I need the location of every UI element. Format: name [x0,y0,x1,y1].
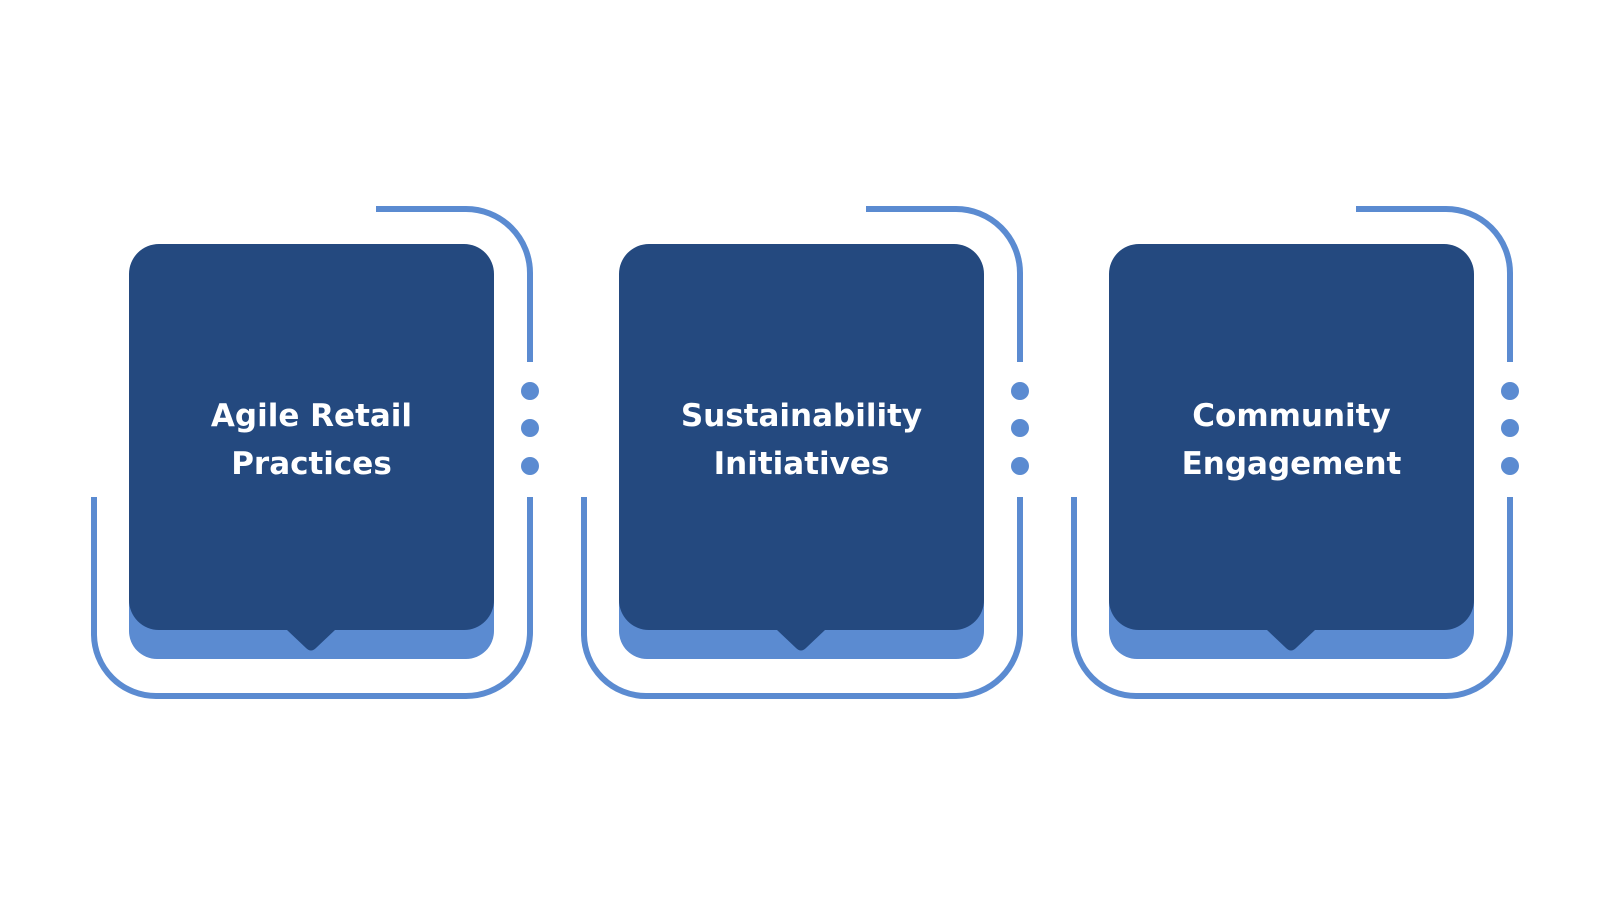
outline-top-right-arc [1356,206,1513,362]
dot-1 [521,382,539,400]
card-label-line2: Initiatives [713,446,890,482]
dot-3 [521,457,539,475]
box-shadow-strip [619,574,984,659]
card-label-line1: Sustainability [680,398,923,434]
card-label-line1: Agile Retail [210,398,413,434]
dot-2 [1501,419,1519,437]
outline-bottom-u [1071,497,1513,699]
outline-bottom-u [581,497,1023,699]
box-main [1109,244,1474,651]
dot-3 [1501,457,1519,475]
box-shadow-strip [1109,574,1474,659]
card-label: Agile Retail Practices [134,390,489,490]
card-label: Sustainability Initiatives [624,390,979,490]
card-label-line1: Community [1192,398,1391,434]
card-label: Community Engagement [1114,390,1469,490]
dot-3 [1011,457,1029,475]
box-shadow-strip [129,574,494,659]
outline-bottom-u [91,497,533,699]
box-main [129,244,494,651]
card-label-line2: Engagement [1181,446,1402,482]
dot-2 [521,419,539,437]
dot-1 [1501,382,1519,400]
card-label-line2: Practices [231,446,392,482]
outline-top-right-arc [866,206,1023,362]
dot-1 [1011,382,1029,400]
dot-2 [1011,419,1029,437]
outline-top-right-arc [376,206,533,362]
box-main [619,244,984,651]
